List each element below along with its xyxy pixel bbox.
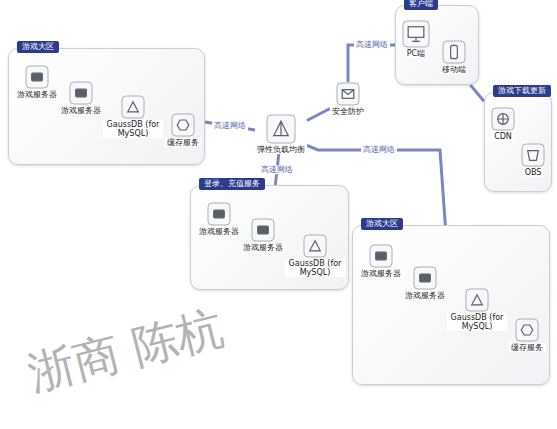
service-node: 游戏服务器 [403,266,447,300]
node-label: 游戏服务器 [15,90,59,99]
service-icon [515,318,539,342]
node-label: GaussDB (for MySQL) [103,120,163,138]
group-panel: 客户端PC端移动端 [395,5,479,85]
network-link [348,45,395,82]
service-icon [25,65,49,89]
service-icon [413,266,437,290]
node-label: OBS [523,168,544,177]
service-node: 安全防护 [330,82,366,116]
link-label: 高速网络 [354,40,390,50]
service-node: 游戏服务器 [241,218,285,252]
service-node: 游戏服务器 [197,202,241,236]
node-label: 游戏服务器 [197,227,241,236]
service-node: CDN [491,107,515,141]
service-node: 缓存服务 [509,318,545,352]
service-node: OBS [521,143,545,177]
node-label: 移动端 [440,65,468,74]
service-icon [442,40,466,64]
service-node: 游戏服务器 [59,81,103,115]
link-label: 高速网络 [259,165,295,175]
node-label: 游戏服务器 [403,291,447,300]
service-icon [521,143,545,167]
node-label: 安全防护 [330,107,366,116]
service-node: 游戏服务器 [15,65,59,99]
service-icon [491,107,515,131]
group-title: 登录、充值服务 [199,178,265,190]
service-icon [402,20,430,48]
network-link [470,85,484,101]
node-label: 游戏服务器 [359,269,403,278]
service-icon [251,218,275,242]
service-icon [207,202,231,226]
watermark: 浙商 陈杭 [22,297,230,405]
service-icon [303,234,327,258]
service-icon [369,244,393,268]
node-label: GaussDB (for MySQL) [447,313,507,331]
node-label: 游戏服务器 [241,243,285,252]
link-label: 高速网络 [361,145,397,155]
service-node: PC端 [402,20,430,58]
service-node: GaussDB (for MySQL) [103,95,163,138]
service-node: 移动端 [440,40,468,74]
service-icon [336,82,360,106]
network-link [205,122,255,130]
link-label: 高速网络 [212,121,248,131]
group-panel: 登录、充值服务游戏服务器游戏服务器GaussDB (for MySQL) [190,185,349,290]
network-link [307,108,330,120]
group-panel: 游戏大区游戏服务器游戏服务器GaussDB (for MySQL)缓存服务 [8,48,205,165]
node-label: 弹性负载均衡 [255,145,307,154]
node-label: 缓存服务 [165,138,201,147]
group-title: 游戏大区 [17,41,59,53]
group-title: 游戏下载更新 [493,85,551,97]
node-label: PC端 [405,49,427,58]
service-node: GaussDB (for MySQL) [447,288,507,331]
group-title: 游戏大区 [361,218,403,230]
group-title: 客户端 [404,0,438,10]
service-icon [266,114,296,144]
service-node: 弹性负载均衡 [255,114,307,154]
node-label: 游戏服务器 [59,106,103,115]
service-icon [121,95,145,119]
service-node: 游戏服务器 [359,244,403,278]
node-label: 缓存服务 [509,343,545,352]
service-node: 缓存服务 [165,113,201,147]
group-panel: 游戏大区游戏服务器游戏服务器GaussDB (for MySQL)缓存服务 [352,225,550,385]
service-icon [171,113,195,137]
service-icon [465,288,489,312]
node-label: CDN [492,132,514,141]
service-icon [69,81,93,105]
service-node: GaussDB (for MySQL) [285,234,345,277]
node-label: GaussDB (for MySQL) [285,259,345,277]
group-panel: 游戏下载更新CDNOBS [484,92,552,192]
